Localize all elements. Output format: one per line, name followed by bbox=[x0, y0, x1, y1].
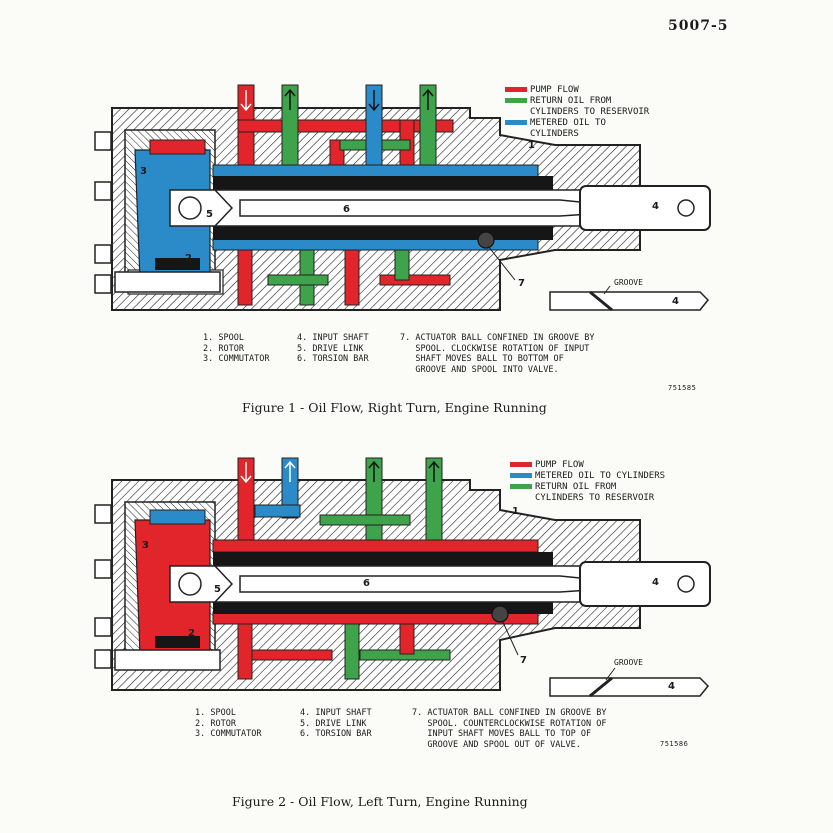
callout-5: 5 bbox=[214, 584, 221, 595]
callout-4-inset: 4 bbox=[672, 296, 679, 307]
callout-2: 2 bbox=[185, 253, 192, 264]
swatch-pump bbox=[505, 87, 527, 92]
callout-3: 3 bbox=[142, 540, 149, 551]
swatch-metered bbox=[505, 120, 527, 125]
swatch-return bbox=[510, 484, 532, 489]
actuator-ball bbox=[491, 605, 509, 623]
legend-item-metered-oil: METERED OIL TO bbox=[505, 118, 649, 129]
callout-7: 7 bbox=[518, 278, 525, 289]
parts-list-col1: 1. SPOOL 2. ROTOR 3. COMMUTATOR bbox=[195, 708, 262, 739]
legend-figure-1: PUMP FLOW RETURN OIL FROM CYLINDERS TO R… bbox=[505, 85, 649, 140]
parts-list-col1: 1. SPOOL 2. ROTOR 3. COMMUTATOR bbox=[203, 333, 270, 364]
bolt-head bbox=[94, 181, 112, 201]
callout-6: 6 bbox=[363, 578, 370, 589]
callout-4: 4 bbox=[652, 201, 659, 212]
actuator-ball bbox=[477, 231, 495, 249]
groove-label: GROOVE bbox=[614, 658, 643, 667]
parts-list-col2: 4. INPUT SHAFT 5. DRIVE LINK 6. TORSION … bbox=[297, 333, 369, 364]
input-shaft bbox=[579, 185, 711, 231]
figure-caption: Figure 2 - Oil Flow, Left Turn, Engine R… bbox=[232, 794, 528, 809]
callout-1: 1 bbox=[528, 140, 535, 151]
bolt-head bbox=[94, 274, 112, 294]
parts-list-col2: 4. INPUT SHAFT 5. DRIVE LINK 6. TORSION … bbox=[300, 708, 372, 739]
note-actuator-ball: 7. ACTUATOR BALL CONFINED IN GROOVE BY S… bbox=[412, 708, 607, 750]
callout-7: 7 bbox=[520, 655, 527, 666]
figure-code: 751586 bbox=[660, 740, 689, 748]
swatch-pump bbox=[510, 462, 532, 467]
flow-arrow bbox=[422, 88, 434, 110]
legend-item-pump-flow: PUMP FLOW bbox=[505, 85, 649, 96]
valve-assembly-figure-2 bbox=[94, 457, 711, 698]
valve-assembly-figure-1 bbox=[94, 84, 711, 312]
callout-4: 4 bbox=[652, 577, 659, 588]
legend-item-metered-oil: METERED OIL TO CYLINDERS bbox=[510, 471, 665, 482]
callout-4-inset: 4 bbox=[668, 681, 675, 692]
bolt-head bbox=[94, 244, 112, 264]
figure-caption: Figure 1 - Oil Flow, Right Turn, Engine … bbox=[242, 400, 547, 415]
figure-code: 751585 bbox=[668, 384, 697, 392]
bolt-head bbox=[94, 131, 112, 151]
legend-item-return-oil: RETURN OIL FROM bbox=[510, 482, 665, 493]
callout-1: 1 bbox=[512, 506, 519, 517]
groove-inset bbox=[549, 291, 710, 311]
callout-2: 2 bbox=[188, 628, 195, 639]
legend-item-return-oil: RETURN OIL FROM bbox=[505, 96, 649, 107]
page-number: 5007-5 bbox=[668, 18, 729, 34]
swatch-return bbox=[505, 98, 527, 103]
legend-item-pump-flow: PUMP FLOW bbox=[510, 460, 665, 471]
legend-figure-2: PUMP FLOW METERED OIL TO CYLINDERS RETUR… bbox=[510, 460, 665, 504]
callout-3: 3 bbox=[140, 166, 147, 177]
swatch-metered bbox=[510, 473, 532, 478]
groove-label: GROOVE bbox=[614, 278, 643, 287]
flow-arrow bbox=[240, 90, 252, 112]
flow-arrow bbox=[284, 88, 296, 110]
note-actuator-ball: 7. ACTUATOR BALL CONFINED IN GROOVE BY S… bbox=[400, 333, 595, 375]
torsion-bar bbox=[239, 199, 621, 217]
callout-6: 6 bbox=[343, 204, 350, 215]
flow-arrow bbox=[368, 90, 380, 112]
callout-5: 5 bbox=[206, 209, 213, 220]
